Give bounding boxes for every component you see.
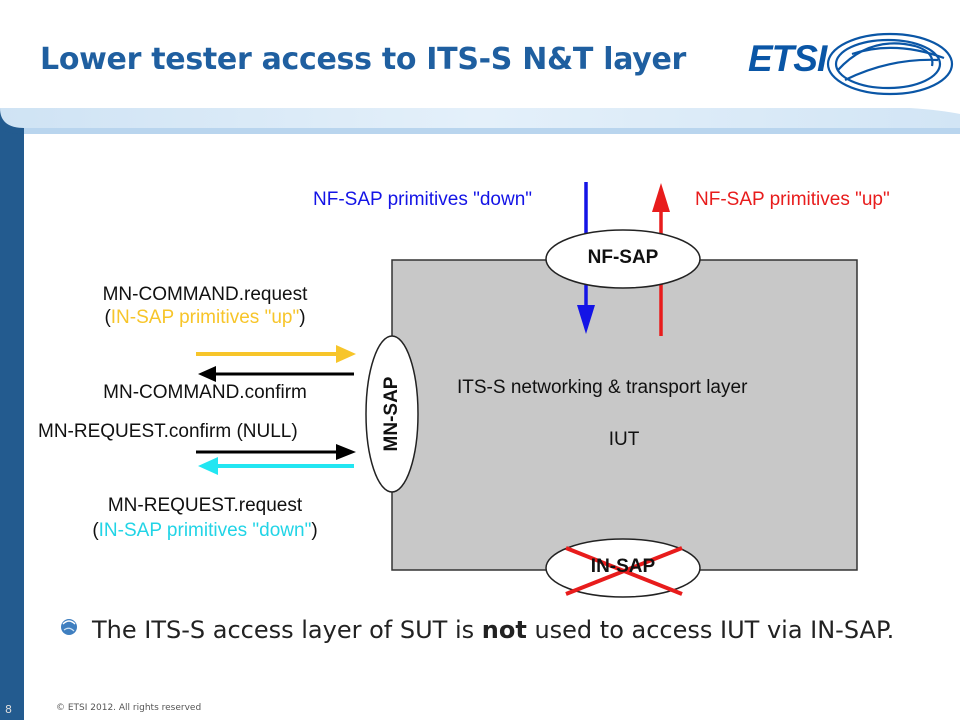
cyan-arrow-left [198, 457, 354, 475]
iut-label: IUT [608, 429, 640, 450]
in-up-label: (IN-SAP primitives "up") [104, 307, 306, 328]
bullet-text: The ITS-S access layer of SUT is not use… [92, 616, 895, 644]
slide-title: Lower tester access to ITS-S N&T layer [40, 42, 687, 77]
iut-box [391, 259, 858, 571]
bullet-globe-icon [61, 619, 77, 635]
etsi-logo: ETSI [748, 38, 827, 79]
mn-sap-ellipse [365, 335, 419, 493]
bullet-bold-word: not [481, 616, 527, 644]
page-number: 8 [5, 703, 12, 716]
black-arrow-right [196, 444, 356, 460]
mn-request-confirm-label: MN-REQUEST.confirm (NULL) [38, 421, 298, 442]
mn-command-confirm-label: MN-COMMAND.confirm [103, 382, 307, 403]
nf-down-label: NF-SAP primitives "down" [313, 189, 533, 210]
nf-sap-label: NF-SAP [587, 247, 659, 268]
black-arrow-left [198, 366, 354, 382]
in-sap-label: IN-SAP [590, 556, 656, 577]
mn-request-request-label: MN-REQUEST.request [107, 495, 303, 516]
etsi-logo-swirl [826, 32, 954, 96]
mn-sap-label: MN-SAP [381, 376, 402, 452]
in-down-label: (IN-SAP primitives "down") [92, 520, 318, 541]
header-band [0, 108, 960, 128]
layer-label: ITS-S networking & transport layer [457, 377, 748, 398]
nf-sap-ellipse [545, 229, 701, 289]
nf-up-label: NF-SAP primitives "up" [695, 189, 890, 210]
left-stripe [0, 128, 24, 720]
mn-command-request-label: MN-COMMAND.request [102, 284, 308, 305]
header-band-edge [0, 108, 960, 134]
cross-line-2 [565, 546, 683, 596]
copyright: © ETSI 2012. All rights reserved [56, 703, 202, 713]
yellow-arrow-right [196, 345, 356, 363]
